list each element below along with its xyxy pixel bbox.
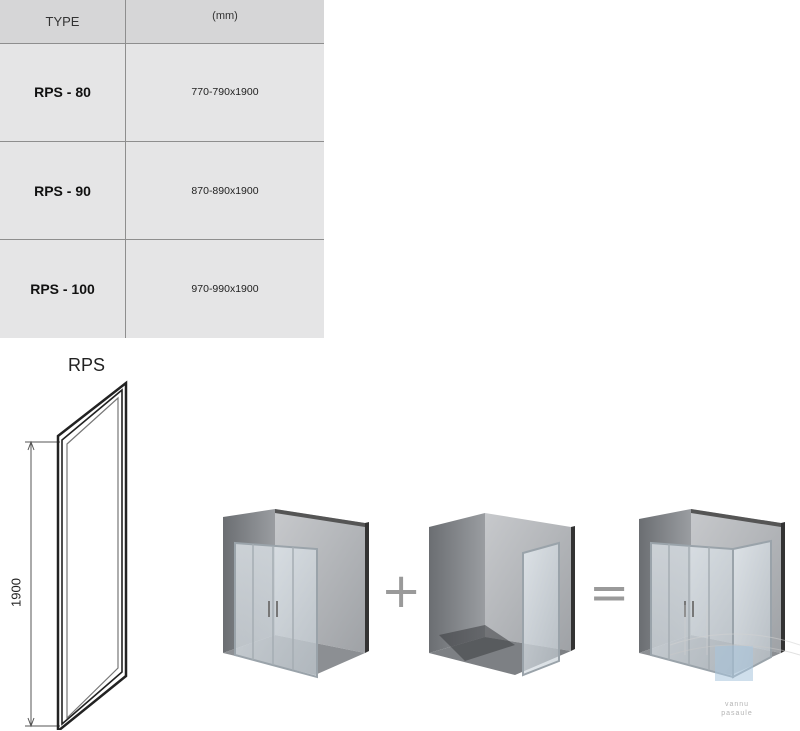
side-panel-drawing [25,380,128,730]
sliding-door-enclosure [223,509,369,679]
watermark-text: vannu pasaule [721,701,753,717]
table-row: RPS - 90 870-890x1900 [0,140,324,241]
row-size: 970-990x1900 [125,239,324,338]
height-label: 1900 [8,578,24,607]
table-row: RPS - 80 770-790x1900 [0,42,324,142]
row-model: RPS - 80 [0,42,126,142]
product-label: RPS [68,355,106,375]
equals-sign: = [589,565,629,621]
watermark-logo [669,605,800,681]
height-dimension-line [25,440,60,728]
row-size: 870-890x1900 [125,140,324,241]
spec-table: TYPE (mm) RPS - 80 770-790x1900 RPS - 90… [0,0,324,338]
table-header-row: TYPE (mm) [0,0,324,44]
row-size: 770-790x1900 [125,42,324,142]
table-row: RPS - 100 970-990x1900 [0,239,324,338]
header-unit: (mm) [125,0,324,44]
row-model: RPS - 90 [0,140,126,241]
panel-frame [56,380,128,730]
row-model: RPS - 100 [0,239,126,338]
configuration-graphic: + = [223,509,800,681]
header-type: TYPE [0,0,126,44]
plus-sign: + [381,563,421,619]
side-panel-unit [429,513,575,677]
combined-enclosure [639,509,785,679]
